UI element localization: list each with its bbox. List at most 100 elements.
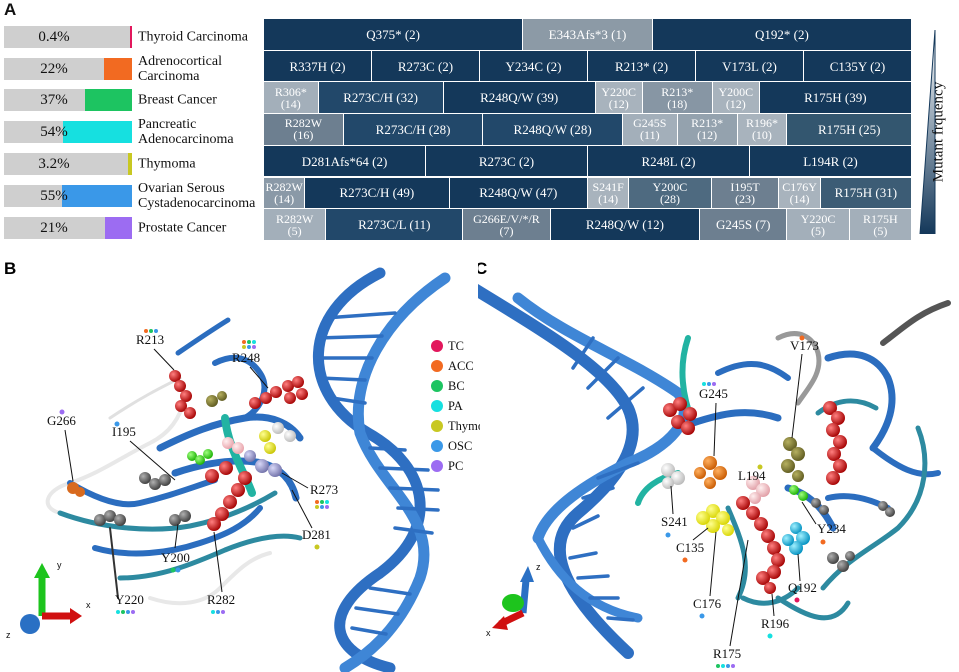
legend-swatch [431, 420, 443, 432]
mutation-row: Q375* (2)E343Afs*3 (1)Q192* (2) [264, 19, 912, 51]
label-g266: G266 [47, 413, 76, 428]
residue-atoms [67, 370, 308, 531]
percentage-bar: 22% [4, 58, 132, 80]
mutation-cell: R273C/H (49) [305, 177, 450, 210]
legend-swatch [431, 440, 443, 452]
label-c135: C135 [676, 540, 704, 555]
label-d281: D281 [302, 527, 331, 542]
cancer-row: 3.2%Thymoma [4, 153, 264, 175]
legend-swatch [431, 340, 443, 352]
mutation-cell: R196* (10) [737, 114, 788, 146]
mutation-row: R282W (16)R273C/H (28)R248Q/W (28)G245S … [264, 114, 912, 146]
cancer-name: Thyroid Carcinoma [138, 29, 249, 45]
mutation-cell: R306* (14) [264, 82, 319, 115]
label-v173: V173 [790, 338, 819, 353]
percentage-bar: 0.4% [4, 26, 132, 48]
mutation-cell: R273C/H (32) [318, 82, 444, 115]
cancer-name: Pancreatic Adenocarcinoma [138, 117, 234, 147]
mutation-cell: R282W (14) [264, 177, 306, 210]
percentage-fill [127, 153, 132, 175]
mutation-cell: Y220C (5) [787, 209, 850, 241]
mutation-cell: G245S (7) [700, 209, 788, 241]
mutation-cell: Y220C (12) [595, 82, 643, 115]
mutation-cell: R175H (39) [759, 82, 912, 115]
panel-a: A 0.4% Thyroid Carcinoma 22% Adrenocortical… [0, 0, 959, 250]
mutation-cell: Y234C (2) [480, 50, 588, 83]
legend-label: PC [448, 459, 463, 473]
mutation-cell: G245S (11) [622, 114, 678, 146]
legend-label: OSC [448, 439, 472, 453]
percentage-fill [61, 185, 132, 207]
legend-swatch [431, 400, 443, 412]
mutation-cell: R282W (5) [264, 209, 327, 241]
residue-labels: R213 R248 G266 I195 R273 D281 Y200 R282 … [47, 332, 338, 607]
cancer-row: 54% Pancreatic Adenocarcinoma [4, 117, 264, 147]
svg-text:z: z [536, 562, 541, 572]
mutation-cell: I195T (23) [711, 177, 780, 210]
label-i195: I195 [112, 424, 136, 439]
mutation-cell: E343Afs*3 (1) [523, 19, 653, 51]
svg-text:y: y [57, 560, 62, 570]
panel-c-letter: C [478, 259, 487, 278]
percentage-bar: 54% [4, 121, 132, 143]
residue-atoms [661, 397, 895, 594]
mutation-cell: Q192* (2) [652, 19, 912, 51]
cancer-row: 37% Breast Cancer [4, 89, 264, 111]
mutation-row: R337H (2)R273C (2)Y234C (2)R213* (2)V173… [264, 50, 912, 83]
mutation-cell: R248Q/W (28) [483, 114, 623, 146]
percentage-text: 54% [40, 124, 68, 140]
mutation-cell: D281Afs*64 (2) [264, 145, 426, 178]
legend-swatch [431, 360, 443, 372]
percentage-fill [105, 217, 132, 239]
svg-text:z: z [6, 630, 11, 640]
label-y234: Y234 [817, 521, 846, 536]
mutation-cell: R248Q/W (12) [550, 209, 701, 241]
mutation-cell: R273C/H (28) [343, 114, 484, 146]
mutation-cell: Q375* (2) [264, 19, 524, 51]
percentage-bar: 37% [4, 89, 132, 111]
cancer-row: 21%Prostate Cancer [4, 217, 264, 239]
legend-label: BC [448, 379, 465, 393]
percentage-text: 37% [40, 92, 68, 108]
mutation-cell: Y200C (28) [629, 177, 712, 210]
legend-label: ACC [448, 359, 474, 373]
mutation-row: R306* (14)R273C/H (32)R248Q/W (39)Y220C … [264, 82, 912, 115]
mutation-cell: R273C (2) [372, 50, 480, 83]
label-r248: R248 [232, 350, 260, 365]
mutation-cell: R273C (2) [426, 145, 588, 178]
mutation-cell: S241F (14) [588, 177, 630, 210]
mutation-cell: Y200C (12) [712, 82, 760, 115]
mutation-cell: C176Y (14) [779, 177, 821, 210]
panel-b-letter: B [4, 259, 16, 278]
svg-text:x: x [486, 628, 491, 638]
frequency-triangle [919, 30, 936, 234]
percentage-fill [103, 58, 132, 80]
cancer-name: Adrenocortical Carcinoma [138, 54, 222, 84]
percentage-text: 3.2% [38, 156, 70, 172]
label-r273: R273 [310, 482, 338, 497]
cancer-row: 0.4% Thyroid Carcinoma [4, 26, 264, 48]
mutation-cell: R213* (2) [588, 50, 696, 83]
label-r213: R213 [136, 332, 164, 347]
label-r196: R196 [761, 616, 790, 631]
mutation-cell: G266E/V/*/R (7) [463, 209, 551, 241]
legend-swatch [431, 380, 443, 392]
mutation-grid: Q375* (2)E343Afs*3 (1)Q192* (2)R337H (2)… [264, 19, 912, 241]
legend-swatch [431, 460, 443, 472]
percentage-text: 21% [40, 220, 68, 236]
panel-b-structure: B [4, 259, 480, 672]
percentage-fill [62, 121, 132, 143]
cancer-name: Breast Cancer [138, 92, 217, 108]
label-q192: Q192 [788, 580, 817, 595]
panel-a-letter: A [4, 0, 17, 19]
label-s241: S241 [661, 514, 688, 529]
mutation-cell: V173L (2) [696, 50, 804, 83]
mutation-row: R282W (14)R273C/H (49)R248Q/W (47)S241F … [264, 177, 912, 210]
percentage-bar: 55% [4, 185, 132, 207]
label-y200: Y200 [161, 550, 190, 565]
axes-gizmo: y x z [6, 560, 91, 640]
legend-label: Thymoma [448, 419, 480, 433]
mutation-cell: L194R (2) [750, 145, 912, 178]
mutation-cell: C135Y (2) [804, 50, 912, 83]
legend: TCACCBCPAThymomaOSCPC [431, 339, 480, 473]
